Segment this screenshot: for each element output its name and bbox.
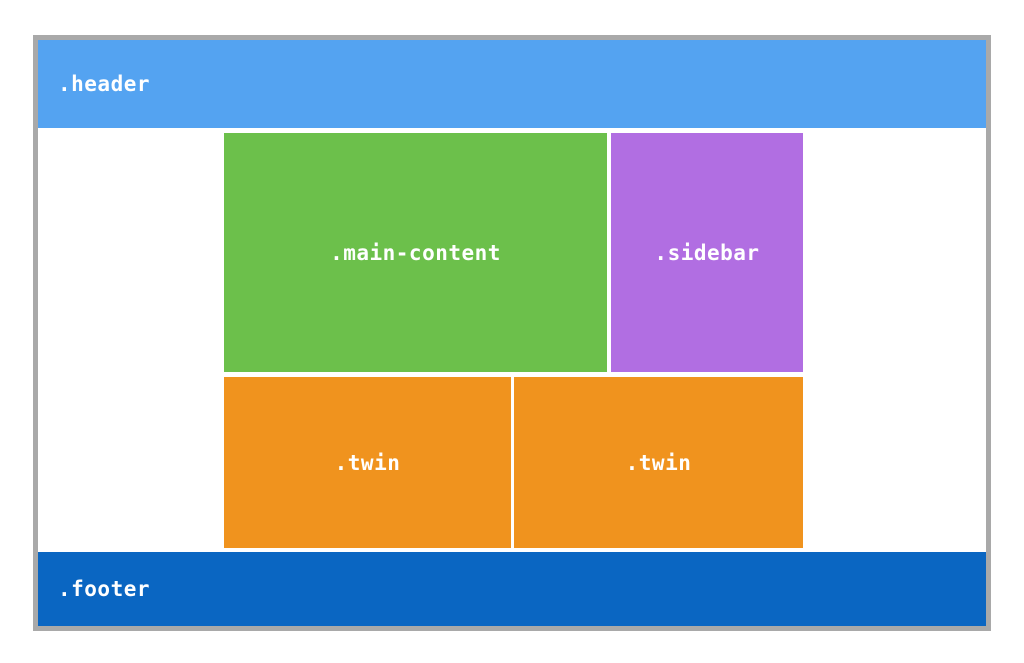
twin-block-2-label: .twin [625,450,692,475]
twin-block-1-label: .twin [334,450,401,475]
sidebar-block-label: .sidebar [654,240,760,265]
footer-block-label: .footer [58,577,151,601]
diagram-frame: .header .main-content .sidebar .twin .tw… [33,35,991,631]
header-block-label: .header [58,72,151,96]
main-content-block: .main-content [224,133,607,372]
twin-block-2: .twin [514,377,803,548]
twin-block-1: .twin [224,377,511,548]
main-content-block-label: .main-content [330,240,501,265]
footer-block: .footer [38,552,986,626]
header-block: .header [38,40,986,128]
sidebar-block: .sidebar [611,133,803,372]
